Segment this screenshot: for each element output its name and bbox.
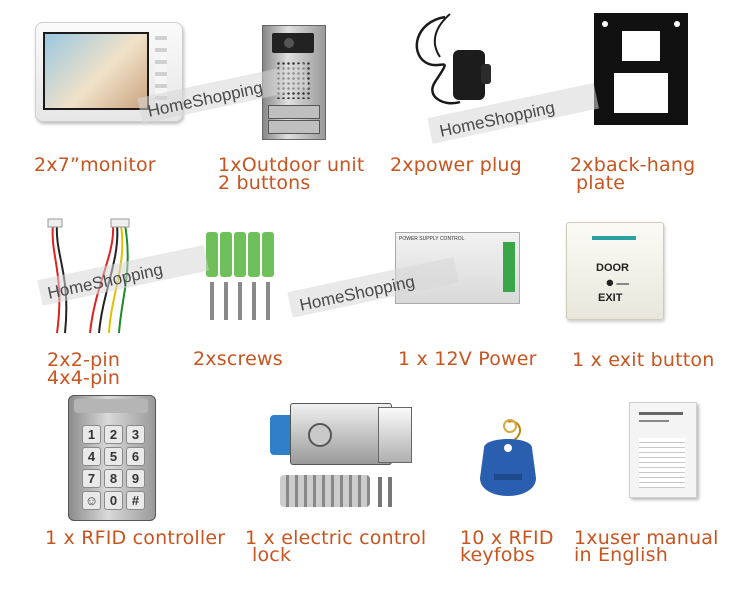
keypad-key: ☺ [82,491,101,510]
keypad-key: 9 [126,469,145,488]
caption-screws: 2xscrews [193,348,283,370]
caption-plate: plate [576,172,626,194]
keypad-key: # [126,491,145,510]
power-plug-image [405,12,495,117]
monitor-buttons [155,36,167,104]
key-icon: ⚫— [604,276,630,292]
caption-exit-button: 1 x exit button [572,349,715,371]
caption-back-hang: 2xback-hang [570,154,696,176]
power-supply-label: POWER SUPPLY CONTROL [399,236,465,242]
monitor-screen [43,32,149,110]
caption-lock: lock [252,544,292,566]
keypad-key: 5 [104,447,123,466]
exit-exit-text: EXIT [598,292,623,304]
screws-image [200,230,280,325]
caption-rfid: 10 x RFID [460,527,554,549]
caption-power-supply: 1 x 12V Power [398,348,537,370]
keypad-key: 4 [82,447,101,466]
caption-pin-4: 4x4-pin [47,367,121,389]
electric-lock-image [250,395,415,520]
keypad-key: 1 [82,425,101,444]
keypad-key: 7 [82,469,101,488]
caption-power-plug: 2xpower plug [390,154,522,176]
caption-electric-lock: 1 x electric control [245,527,427,549]
keypad-key: 6 [126,447,145,466]
caption-outdoor-buttons: 2 buttons [218,172,311,194]
keypad-key: 2 [104,425,123,444]
caption-rfid-controller: 1 x RFID controller [45,527,226,549]
user-manual-image [625,398,700,500]
exit-button-image: DOOR ⚫— EXIT [566,222,666,322]
back-hang-plate-image [594,13,694,131]
caption-monitor: 2x7”monitor [34,154,156,176]
exit-door-text: DOOR [596,262,629,274]
caption-english: in English [574,544,668,566]
keypad-key: 0 [104,491,123,510]
monitor-image [35,22,183,122]
keypad-key: 3 [126,425,145,444]
caption-pin-2: 2x2-pin [47,349,121,371]
caption-keyfobs: keyfobs [460,544,535,566]
caption-user-manual: 1xuser manual [574,527,719,549]
rfid-keyfob-image [474,418,544,514]
keypad-key: 8 [104,469,123,488]
caption-outdoor-unit: 1xOutdoor unit [218,154,365,176]
